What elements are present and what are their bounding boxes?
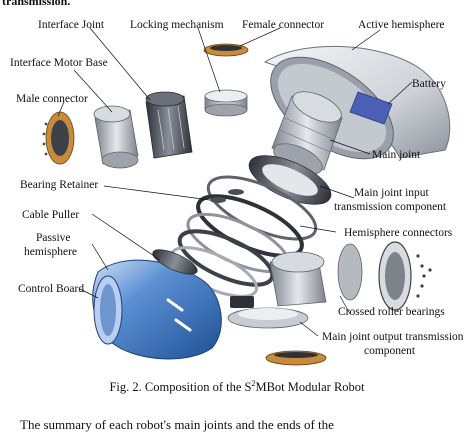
caption-superscript: 2 (251, 379, 256, 388)
label-hemisphere-connectors: Hemisphere connectors (344, 227, 453, 239)
cutoff-body-text: The summary of each robot's main joints … (20, 417, 334, 432)
locking-mechanism (204, 89, 248, 117)
main-joint (271, 91, 343, 175)
label-female-connector: Female connector (242, 19, 324, 31)
interface-motor-base (93, 105, 139, 169)
label-passive-hemisphere-line2: hemisphere (24, 246, 77, 258)
label-main-joint: Main joint (372, 149, 421, 161)
female-connector (203, 43, 249, 57)
male-connector (42, 111, 75, 165)
label-main-joint-input-line1: Main joint input (354, 187, 430, 199)
label-main-joint-input-line2: transmission component (334, 201, 447, 213)
caption-prefix: Fig. 2. Composition of the S (109, 380, 252, 395)
main-joint-input-ring (248, 155, 332, 205)
exploded-view-figure: Interface Joint Locking mechanism Female… (10, 19, 464, 366)
label-male-connector: Male connector (16, 93, 88, 105)
label-interface-joint: Interface Joint (38, 19, 105, 31)
interface-joint (145, 91, 193, 159)
caption-suffix: MBot Modular Robot (255, 380, 365, 395)
label-active-hemisphere: Active hemisphere (358, 19, 445, 31)
passive-hemisphere (92, 259, 222, 360)
leader-lines (57, 27, 413, 337)
label-passive-hemisphere-line1: Passive (36, 232, 71, 244)
label-main-joint-output-line1: Main joint output transmission (322, 331, 464, 343)
main-joint-output (227, 296, 327, 366)
label-battery: Battery (412, 78, 446, 90)
label-main-joint-output-line2: component (364, 345, 416, 357)
cable-puller (152, 249, 198, 275)
label-crossed-roller-bearings: Crossed roller bearings (338, 306, 445, 318)
figure-caption: Fig. 2. Composition of the S2MBot Modula… (0, 379, 474, 395)
label-interface-motor-base: Interface Motor Base (10, 57, 108, 69)
label-control-board: Control Board (18, 283, 84, 295)
cutoff-heading: transmission. (2, 0, 71, 8)
crossed-roller-bearings (269, 241, 432, 311)
battery (349, 91, 393, 125)
bearing-retainer (210, 189, 244, 203)
label-bearing-retainer: Bearing Retainer (20, 179, 98, 191)
label-locking-mechanism: Locking mechanism (130, 19, 224, 31)
label-cable-puller: Cable Puller (22, 209, 79, 221)
